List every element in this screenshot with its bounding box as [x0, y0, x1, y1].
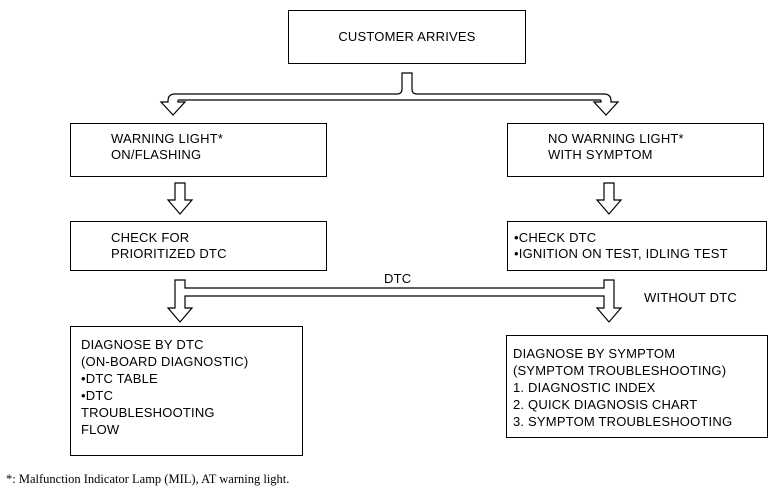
node-check-prioritized-dtc: CHECK FOR PRIORITIZED DTC [70, 221, 327, 271]
node-no-warning-light: NO WARNING LIGHT* WITH SYMPTOM [507, 123, 764, 177]
node-text: (ON-BOARD DIAGNOSTIC) [81, 354, 249, 369]
node-customer-arrives: CUSTOMER ARRIVES [288, 10, 526, 64]
node-text: WITH SYMPTOM [548, 147, 653, 162]
node-diagnose-by-dtc: DIAGNOSE BY DTC (ON-BOARD DIAGNOSTIC) •D… [70, 326, 303, 456]
node-text: •IGNITION ON TEST, IDLING TEST [514, 246, 728, 261]
node-text: WARNING LIGHT* [111, 131, 224, 146]
node-text: (SYMPTOM TROUBLESHOOTING) [513, 363, 727, 378]
arrow-warning-to-check [166, 182, 194, 215]
node-warning-light-on: WARNING LIGHT* ON/FLASHING [70, 123, 327, 177]
node-text: TROUBLESHOOTING [81, 405, 215, 420]
node-check-dtc: •CHECK DTC •IGNITION ON TEST, IDLING TES… [507, 221, 767, 271]
node-text: •DTC TABLE [81, 371, 158, 386]
node-text: ON/FLASHING [111, 147, 202, 162]
node-text: PRIORITIZED DTC [111, 246, 227, 261]
node-diagnose-by-symptom: DIAGNOSE BY SYMPTOM (SYMPTOM TROUBLESHOO… [506, 335, 768, 438]
node-text: CUSTOMER ARRIVES [338, 29, 476, 44]
node-text: 2. QUICK DIAGNOSIS CHART [513, 397, 698, 412]
edge-label-without-dtc: WITHOUT DTC [644, 290, 737, 305]
node-text: 1. DIAGNOSTIC INDEX [513, 380, 656, 395]
node-text: DIAGNOSE BY DTC [81, 337, 204, 352]
node-text: •CHECK DTC [514, 230, 597, 245]
split-arrow-top [159, 72, 620, 116]
arrow-nowarning-to-check [595, 182, 623, 215]
footnote: *: Malfunction Indicator Lamp (MIL), AT … [6, 472, 290, 486]
node-text: 3. SYMPTOM TROUBLESHOOTING [513, 414, 733, 429]
node-text: CHECK FOR [111, 230, 190, 245]
node-text: NO WARNING LIGHT* [548, 131, 684, 146]
node-text: •DTC [81, 388, 114, 403]
node-text: FLOW [81, 422, 120, 437]
arrow-dtc-crossover [166, 279, 623, 323]
edge-label-dtc: DTC [384, 271, 412, 286]
node-text: DIAGNOSE BY SYMPTOM [513, 346, 676, 361]
